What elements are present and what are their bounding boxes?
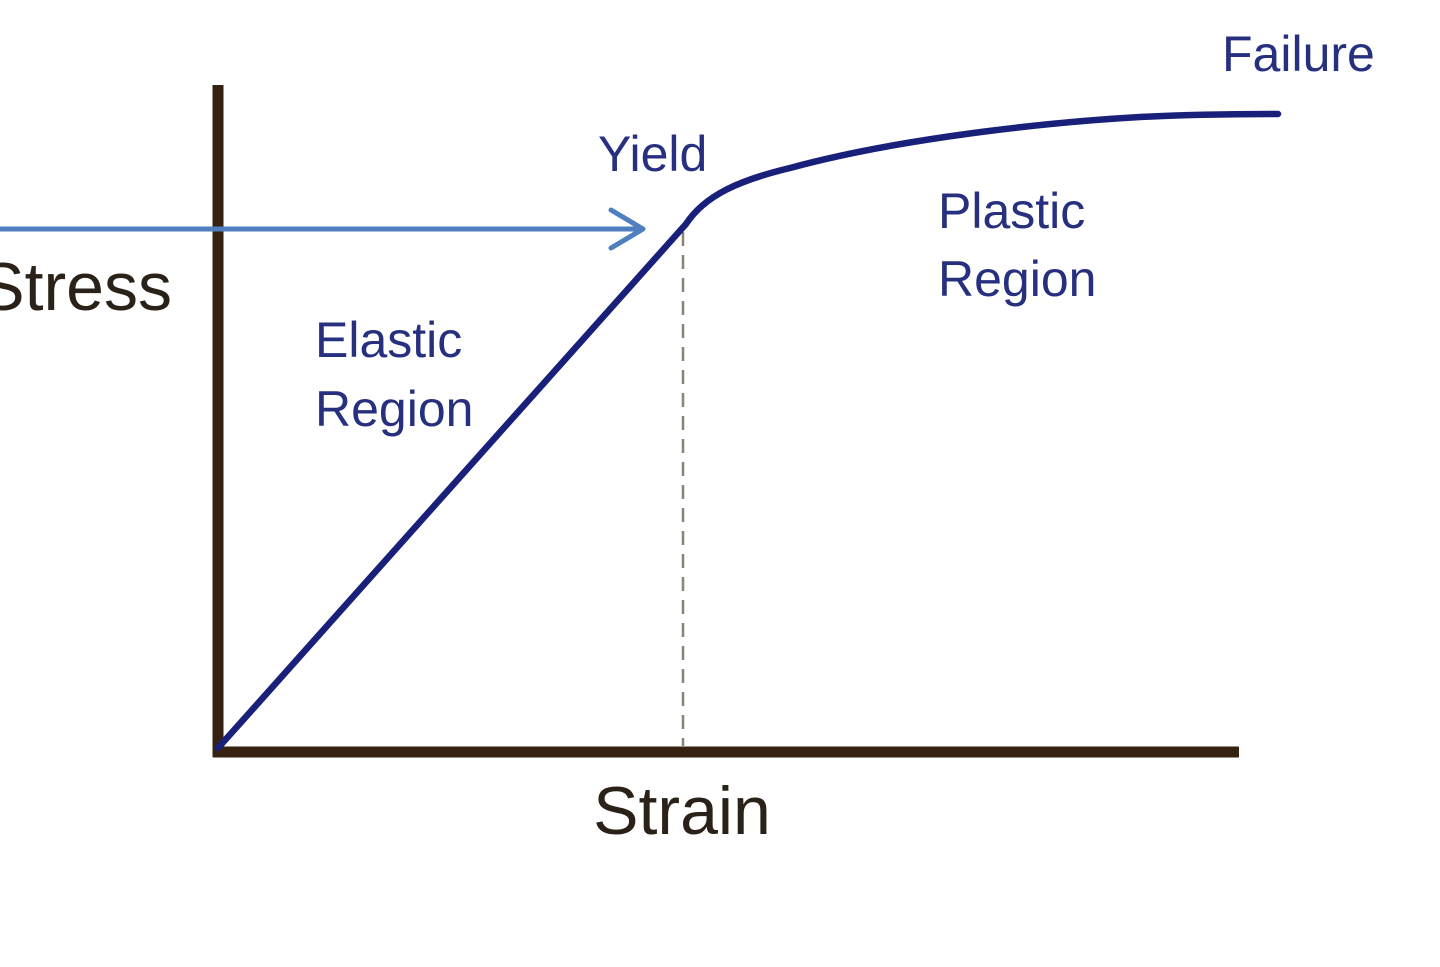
plastic-region-label-line-2: Region — [938, 251, 1096, 307]
stress-strain-curve — [214, 110, 1282, 752]
y-axis-label: Stress — [0, 249, 172, 325]
elastic-region-label-line-1: Elastic — [315, 312, 462, 368]
stress-arrow-head — [608, 207, 646, 251]
plastic-region-label-line-1: Plastic — [938, 183, 1085, 239]
x-axis-label: Strain — [593, 773, 771, 849]
elastic-region-label-line-2: Region — [315, 381, 473, 437]
failure-label: Failure — [1222, 26, 1375, 82]
yield-label: Yield — [598, 126, 707, 182]
